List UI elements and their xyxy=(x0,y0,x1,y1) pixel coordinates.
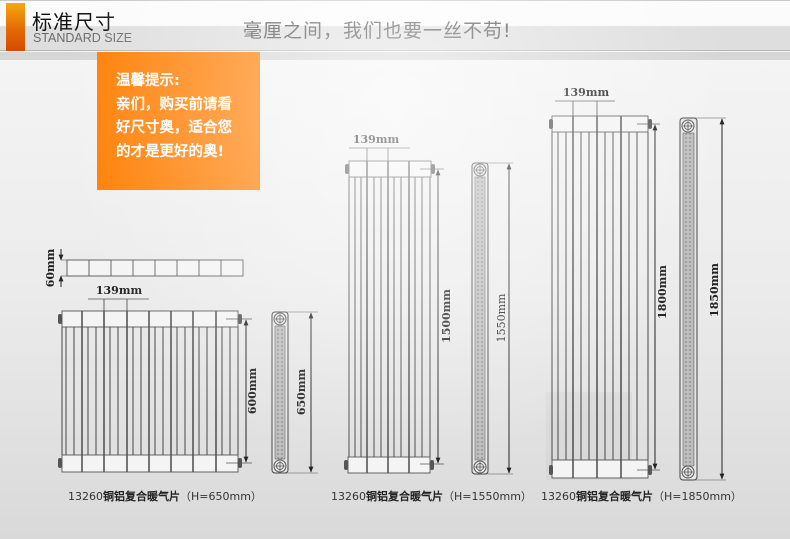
side-view-h1850: 1850mm xyxy=(679,117,726,481)
tip-box: 温馨提示: 亲们，购买前请看 好尺寸奥，适合您 的才是更好的奥! xyxy=(97,52,260,190)
side-height-label: 650mm xyxy=(295,369,308,416)
front-view-h1850: 139mm 1800mm xyxy=(549,86,669,479)
caption-h1850: 13260铜铝复合暖气片（H=1850mm） xyxy=(541,488,742,504)
caption-name: 铜铝复合暖气片 xyxy=(103,490,180,503)
side-height-label: 1550mm xyxy=(495,293,508,342)
tip-line: 亲们，购买前请看 xyxy=(116,96,232,113)
caption-name: 铜铝复合暖气片 xyxy=(366,490,443,503)
caption-h1550: 13260铜铝复合暖气片（H=1550mm） xyxy=(331,488,532,504)
caption-name: 铜铝复合暖气片 xyxy=(576,490,653,503)
side-view-h1550: 1550mm xyxy=(471,162,513,475)
caption-model: 13260 xyxy=(541,490,576,503)
tip-line: 好尺寸奥，适合您 xyxy=(116,120,232,136)
caption-model: 13260 xyxy=(68,490,103,503)
caption-model: 13260 xyxy=(331,490,366,503)
side-view-h650: 650mm xyxy=(271,311,318,474)
section-width-label: 139mm xyxy=(96,284,143,297)
section-width-label: 139mm xyxy=(353,133,400,146)
caption-spec: （H=1850mm） xyxy=(653,490,742,503)
header-slogan: 毫厘之间，我们也要一丝不苟! xyxy=(243,20,512,42)
section-width-label: 139mm xyxy=(563,86,610,99)
front-height-label: 1800mm xyxy=(656,265,669,319)
front-height-label: 1500mm xyxy=(440,289,453,343)
front-height-label: 600mm xyxy=(246,368,259,415)
header-title-en: STANDARD SIZE xyxy=(33,31,133,45)
header-bar: 标准尺寸 STANDARD SIZE 毫厘之间，我们也要一丝不苟! xyxy=(0,0,790,51)
caption-spec: （H=1550mm） xyxy=(443,490,532,503)
tip-line: 温馨提示: xyxy=(116,73,180,89)
caption-spec: （H=650mm） xyxy=(180,490,262,503)
depth-label: 60mm xyxy=(44,248,57,287)
top-view-h650: 60mm xyxy=(44,248,244,287)
front-view-h650: 139mm xyxy=(58,284,259,473)
tip-line: 的才是更好的奥! xyxy=(116,143,225,160)
side-height-label: 1850mm xyxy=(708,263,721,317)
caption-h650: 13260铜铝复合暖气片（H=650mm） xyxy=(68,488,262,504)
header-title-cn: 标准尺寸 xyxy=(32,10,116,34)
front-view-h1550: 139mm 1500mm xyxy=(344,133,453,474)
header-sub-bar xyxy=(0,52,790,60)
header-accent-bar xyxy=(6,3,25,51)
